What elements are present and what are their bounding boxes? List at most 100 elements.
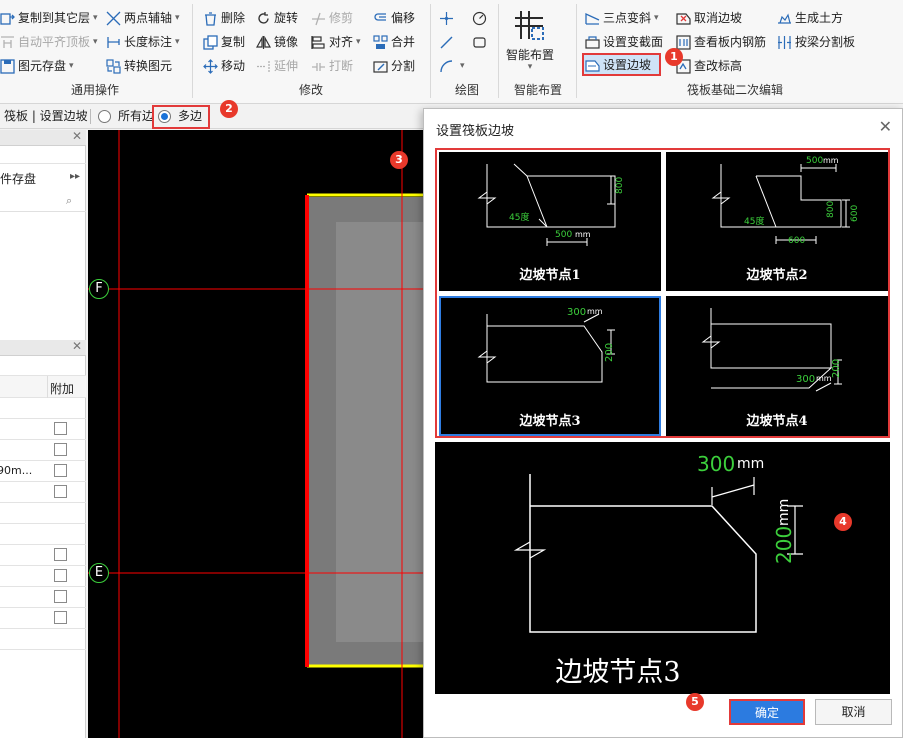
ribbon-divider bbox=[192, 4, 193, 98]
move-button[interactable]: 移动 bbox=[203, 56, 245, 76]
extra-checkbox[interactable] bbox=[54, 569, 67, 582]
circle-tool[interactable] bbox=[472, 8, 490, 28]
three-point-var-button[interactable]: 三点变斜▾ bbox=[585, 8, 659, 28]
chevron-down-icon: ▾ bbox=[527, 62, 533, 72]
all-edges-label[interactable]: 所有边 bbox=[118, 109, 155, 123]
table-row bbox=[0, 587, 86, 608]
rebar-view-icon bbox=[676, 34, 691, 50]
smart-layout-button[interactable]: 智能布置 ▾ bbox=[503, 6, 557, 76]
dialog-title: 设置筏板边坡 bbox=[436, 124, 515, 139]
slope-node-2[interactable]: 500 mm 45度 800 600 600 边坡节点2 bbox=[666, 152, 888, 291]
trim-button[interactable]: 修剪 bbox=[311, 8, 353, 28]
rect-tool[interactable] bbox=[472, 32, 490, 52]
slope-node-4-drawing bbox=[701, 308, 842, 392]
step-badge-1: 1 bbox=[665, 48, 683, 66]
axis-label-e: E bbox=[89, 563, 109, 583]
extra-checkbox[interactable] bbox=[54, 590, 67, 603]
split-by-beam-button[interactable]: 按梁分割板 bbox=[777, 32, 855, 52]
length-dim-button[interactable]: 长度标注▾ bbox=[106, 32, 180, 52]
panel-header-top: ✕ bbox=[0, 129, 86, 146]
extra-checkbox[interactable] bbox=[54, 422, 67, 435]
chevron-down-icon: ▾ bbox=[93, 37, 98, 47]
close-icon[interactable]: ✕ bbox=[71, 129, 82, 143]
table-row bbox=[0, 398, 86, 419]
slope-node-3[interactable]: 300 mm 200 边坡节点3 bbox=[439, 296, 661, 436]
preview-dim-a: 300 bbox=[697, 452, 736, 476]
slope-node-3-drawing bbox=[477, 313, 615, 383]
grid-layout-icon bbox=[513, 9, 545, 41]
merge-button[interactable]: 合并 bbox=[373, 32, 415, 52]
view-rebar-button[interactable]: 查看板内钢筋 bbox=[676, 32, 766, 52]
ribbon-divider bbox=[498, 4, 499, 98]
group-label-common: 通用操作 bbox=[70, 83, 119, 97]
axis-label-f: F bbox=[89, 279, 109, 299]
chevron-down-icon: ▾ bbox=[654, 13, 659, 23]
close-icon[interactable]: ✕ bbox=[71, 339, 82, 353]
ribbon: 复制到其它层▾ 自动平齐顶板▾ 图元存盘▾ 两点辅轴▾ 长度标注▾ 转换图元 通… bbox=[0, 0, 903, 104]
cancel-edge-slope-button[interactable]: 取消边坡 bbox=[676, 8, 742, 28]
cancel-button[interactable]: 取消 bbox=[815, 699, 892, 725]
save-element-button[interactable]: 图元存盘▾ bbox=[0, 56, 74, 76]
align-icon bbox=[311, 35, 326, 50]
close-icon[interactable]: ✕ bbox=[878, 117, 892, 136]
set-edge-slope-button[interactable]: 设置边坡 bbox=[585, 55, 651, 75]
slope-node-1-drawing bbox=[477, 163, 616, 246]
panel-search-row[interactable]: ⌕ bbox=[0, 192, 86, 212]
extend-button[interactable]: 延伸 bbox=[256, 56, 298, 76]
ok-button[interactable]: 确定 bbox=[729, 699, 805, 725]
delete-button[interactable]: 删除 bbox=[203, 8, 245, 28]
option-divider bbox=[90, 109, 91, 124]
break-button[interactable]: 打断 bbox=[311, 56, 353, 76]
table-row bbox=[0, 503, 86, 524]
column-divider bbox=[47, 376, 48, 398]
rotate-button[interactable]: 旋转 bbox=[256, 8, 298, 28]
multi-edges-radio[interactable] bbox=[158, 110, 171, 123]
ruler-icon bbox=[106, 35, 121, 50]
table-row bbox=[0, 545, 86, 566]
move-icon bbox=[203, 58, 218, 74]
gen-earthwork-button[interactable]: 生成土方 bbox=[777, 8, 843, 28]
extra-checkbox[interactable] bbox=[54, 485, 67, 498]
extra-checkbox[interactable] bbox=[54, 464, 67, 477]
auto-align-top-button[interactable]: 自动平齐顶板▾ bbox=[0, 32, 98, 52]
copy-to-floor-button[interactable]: 复制到其它层▾ bbox=[0, 8, 98, 28]
preview-unit-a: mm bbox=[737, 456, 765, 472]
search-icon[interactable]: ⌕ bbox=[66, 194, 73, 207]
arc-icon bbox=[439, 59, 454, 74]
convert-element-button[interactable]: 转换图元 bbox=[106, 56, 172, 76]
extra-checkbox[interactable] bbox=[54, 611, 67, 624]
group-label-draw: 绘图 bbox=[454, 83, 479, 97]
all-edges-radio[interactable] bbox=[98, 110, 111, 123]
point-tool[interactable] bbox=[439, 8, 457, 28]
multi-edges-label[interactable]: 多边 bbox=[178, 109, 203, 123]
slope-node-4[interactable]: 300 mm 200 边坡节点4 bbox=[666, 296, 888, 436]
panel-row bbox=[0, 356, 86, 376]
axis-icon bbox=[106, 11, 121, 26]
split-button[interactable]: 分割 bbox=[373, 56, 415, 76]
set-var-section-button[interactable]: 设置变截面 bbox=[585, 32, 663, 52]
chevron-down-icon: ▾ bbox=[175, 13, 180, 23]
drawing-canvas[interactable]: F E bbox=[88, 130, 426, 738]
preview-dim-b: 200 bbox=[772, 525, 796, 564]
component-storage-item[interactable]: 构件存盘 bbox=[0, 172, 37, 186]
break-icon bbox=[311, 59, 326, 74]
two-point-axis-button[interactable]: 两点辅轴▾ bbox=[106, 8, 180, 28]
rectangle-icon bbox=[472, 35, 487, 50]
extra-checkbox[interactable] bbox=[54, 548, 67, 561]
earthwork-icon bbox=[777, 11, 792, 26]
align-button[interactable]: 对齐▾ bbox=[311, 32, 361, 52]
canvas-drawing bbox=[88, 130, 426, 738]
extra-checkbox[interactable] bbox=[54, 443, 67, 456]
arc-tool[interactable]: ▾ bbox=[439, 56, 465, 76]
slope-node-1[interactable]: 45度 500 mm 800 边坡节点1 bbox=[439, 152, 661, 291]
check-elevation-button[interactable]: 查改标高 bbox=[676, 56, 742, 76]
table-row bbox=[0, 482, 86, 503]
props-header-row: 附加 bbox=[0, 376, 86, 398]
mirror-button[interactable]: 镜像 bbox=[256, 32, 298, 52]
line-tool[interactable] bbox=[439, 32, 457, 52]
expand-icon[interactable]: ▸▸ bbox=[70, 171, 81, 182]
split-icon bbox=[373, 59, 388, 74]
copy-button[interactable]: 复制 bbox=[203, 32, 245, 52]
offset-button[interactable]: 偏移 bbox=[373, 8, 415, 28]
set-edge-slope-highlight bbox=[582, 53, 661, 76]
